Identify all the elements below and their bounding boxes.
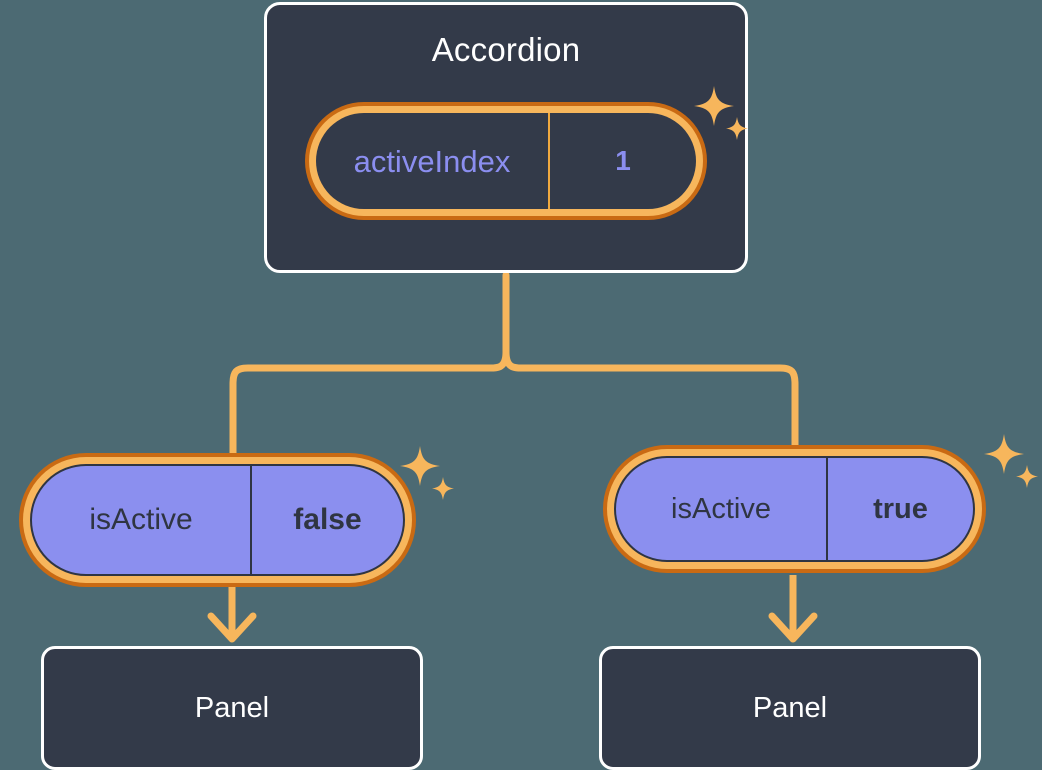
badge-body: isActive false xyxy=(30,464,405,576)
badge-key-is-active-left: isActive xyxy=(89,503,193,536)
sparkle-large xyxy=(400,446,440,486)
badge-value-active-index: 1 xyxy=(615,145,631,176)
sparkle-icon-right xyxy=(980,432,1042,494)
panel-left-title: Panel xyxy=(194,691,270,724)
badge-divider xyxy=(826,458,828,560)
badge-value-is-active-left: false xyxy=(293,503,362,536)
badge-highlight-ring: isActive false xyxy=(23,457,412,583)
badge-divider xyxy=(250,466,252,574)
badge-highlight-ring: activeIndex 1 xyxy=(309,106,703,216)
accordion-title: Accordion xyxy=(431,31,581,68)
sparkle-large xyxy=(984,434,1024,474)
component-card-panel-left[interactable]: Panel xyxy=(41,646,423,770)
badge-key-is-active-right: isActive xyxy=(671,492,771,525)
arrow-head-left xyxy=(207,612,257,643)
badge-value-is-active-right: true xyxy=(873,492,928,525)
sparkle-small xyxy=(1016,465,1038,488)
component-card-panel-right[interactable]: Panel xyxy=(599,646,981,770)
sparkle-small xyxy=(432,477,454,500)
badge-divider xyxy=(548,113,550,209)
connector-branch-left xyxy=(229,348,510,462)
arrow-head-right xyxy=(768,612,818,643)
badge-highlight-ring: isActive true xyxy=(607,449,982,569)
state-badge-active-index[interactable]: activeIndex 1 xyxy=(305,102,707,220)
prop-badge-is-active-left[interactable]: isActive false xyxy=(19,453,416,587)
badge-body: isActive true xyxy=(614,456,975,562)
badge-body: activeIndex 1 xyxy=(316,113,696,209)
badge-key-active-index: activeIndex xyxy=(353,143,511,179)
connector-branch-right xyxy=(502,348,799,456)
prop-badge-is-active-right[interactable]: isActive true xyxy=(603,445,986,573)
panel-right-title: Panel xyxy=(752,691,828,724)
